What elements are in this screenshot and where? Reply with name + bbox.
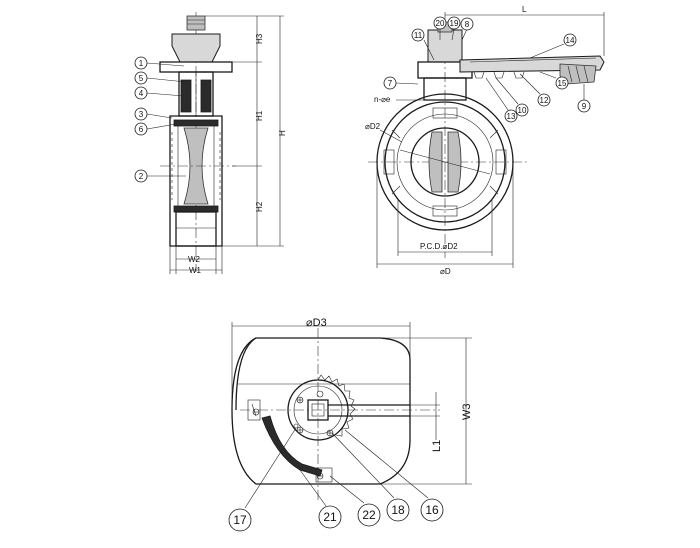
- front-view: L n-⌀e ⌀D2 P.C.D.⌀D2 ⌀D 20 19 8 11 14: [365, 5, 605, 276]
- balloon-8: 8: [465, 20, 470, 29]
- balloon-18: 18: [391, 503, 405, 517]
- dim-w3: W3: [461, 404, 473, 421]
- balloon-1: 1: [139, 59, 144, 68]
- dim-w1: W1: [189, 266, 202, 275]
- dim-h1: H1: [255, 110, 264, 121]
- balloon-13: 13: [507, 112, 516, 121]
- balloon-2: 2: [139, 172, 144, 181]
- dim-phi-d3: ⌀D3: [306, 317, 327, 329]
- dim-n-phi-e: n-⌀e: [374, 95, 391, 104]
- balloon-14: 14: [566, 36, 575, 45]
- balloon-3: 3: [139, 110, 144, 119]
- balloon-5: 5: [139, 74, 144, 83]
- balloon-9: 9: [582, 102, 587, 111]
- balloon-16: 16: [425, 503, 439, 517]
- balloon-12: 12: [540, 96, 549, 105]
- dim-h3: H3: [255, 33, 264, 44]
- dim-w2: W2: [188, 255, 201, 264]
- actuator-view: ⌀D3 W3 L1 17 21 22 18 16: [228, 317, 473, 532]
- dim-phi-d2: ⌀D2: [365, 122, 381, 131]
- side-view: H3 H1 H2 H W2 W1 1 5 4 3: [134, 12, 287, 275]
- dim-l1: L1: [431, 440, 443, 452]
- balloon-21: 21: [323, 510, 337, 524]
- balloon-7: 7: [388, 79, 393, 88]
- balloon-10: 10: [518, 106, 527, 115]
- balloon-4: 4: [139, 89, 144, 98]
- balloon-17: 17: [233, 513, 247, 527]
- dim-phi-d: ⌀D: [440, 267, 451, 276]
- balloon-6: 6: [139, 125, 144, 134]
- balloon-20: 20: [436, 19, 445, 28]
- balloon-22: 22: [362, 508, 376, 522]
- dim-pcd: P.C.D.⌀D2: [420, 242, 458, 251]
- dim-l: L: [522, 5, 527, 14]
- dim-h2: H2: [255, 201, 264, 212]
- dim-h: H: [278, 130, 287, 136]
- balloon-11: 11: [414, 31, 423, 40]
- balloon-19: 19: [450, 19, 459, 28]
- balloon-15: 15: [558, 79, 567, 88]
